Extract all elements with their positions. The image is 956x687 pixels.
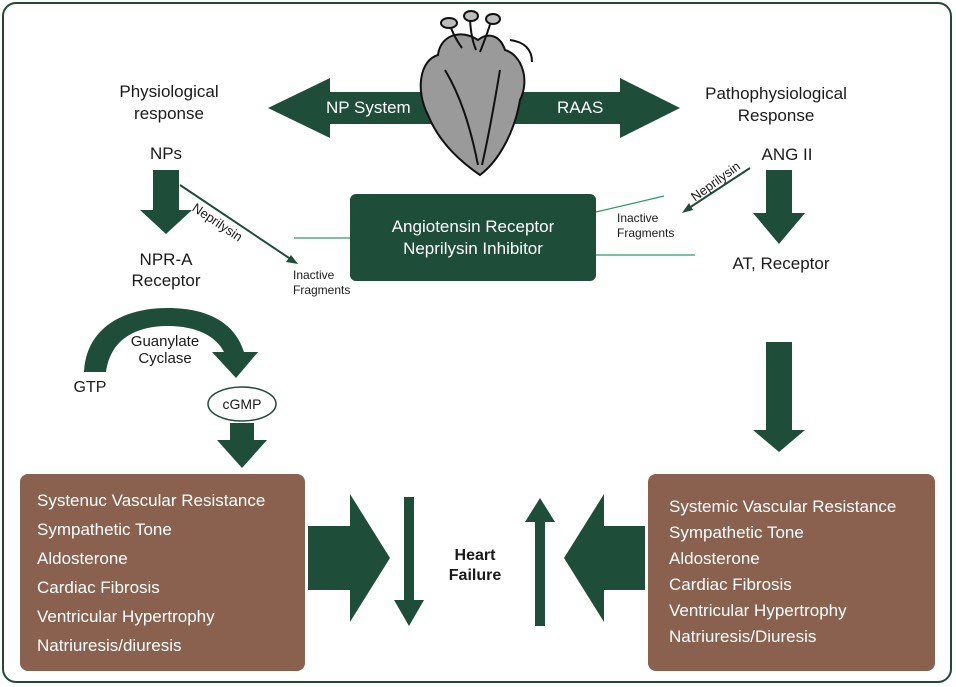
heart-icon xyxy=(419,10,533,177)
right-effect-item: Systemic Vascular Resistance xyxy=(669,497,897,516)
right-effect-item: Ventricular Hypertrophy xyxy=(669,601,847,620)
right-effect-item: Sympathetic Tone xyxy=(669,523,804,542)
left-heading-line1: Physiological xyxy=(119,82,219,101)
at-receptor-label: AT, Receptor xyxy=(732,254,830,273)
inactive-right-line2: Fragments xyxy=(617,226,675,240)
nps-down-arrow xyxy=(140,170,192,234)
left-effect-item: Natriuresis/diuresis xyxy=(37,636,182,655)
gtp-label: GTP xyxy=(73,379,107,396)
cgmp-label: cGMP xyxy=(222,396,262,412)
cgmp-down-arrow xyxy=(217,423,267,468)
heart-failure-line1: Heart xyxy=(454,547,496,564)
nps-label: NPs xyxy=(149,144,183,163)
cgmp-ellipse xyxy=(207,386,277,422)
guanylate-line1: Guanylate xyxy=(130,333,200,350)
arni-box: Angiotensin Receptor Neprilysin Inhibito… xyxy=(350,194,596,281)
right-effect-item: Cardiac Fibrosis xyxy=(669,575,792,594)
guanylate-line2: Cyclase xyxy=(138,350,192,367)
neprilysin-right-arrowhead xyxy=(682,203,693,213)
neprilysin-left-arrowhead xyxy=(286,255,298,264)
left-effect-item: Cardiac Fibrosis xyxy=(37,578,160,597)
right-effect-item: Natriuresis/Diuresis xyxy=(669,627,817,646)
right-effect-item: Aldosterone xyxy=(669,549,760,568)
ang-label: ANG II xyxy=(761,145,813,164)
npr-receptor-line2: Receptor xyxy=(131,271,201,290)
connector-right-top xyxy=(595,195,665,213)
np-system-arrow xyxy=(268,78,440,138)
heart-failure-line2: Failure xyxy=(448,567,502,584)
left-effect-item: Sympathetic Tone xyxy=(37,520,172,539)
left-effects-box: Systenuc Vascular Resistance Sympathetic… xyxy=(20,474,305,671)
right-to-center-arrow xyxy=(564,494,645,622)
np-system-label: NP System xyxy=(326,98,411,117)
right-heading-line2: Response xyxy=(737,106,815,125)
left-to-center-arrow xyxy=(308,494,390,622)
neprilysin-right-line xyxy=(685,167,751,211)
left-effect-item: Aldosterone xyxy=(37,549,128,568)
right-effects-box: Systemic Vascular Resistance Sympathetic… xyxy=(648,474,935,671)
npr-receptor-line1: NPR-A xyxy=(139,250,193,269)
at-down-arrow xyxy=(753,342,805,452)
left-effect-item: Ventricular Hypertrophy xyxy=(37,607,215,626)
arni-line2: Neprilysin Inhibitor xyxy=(403,238,543,258)
neprilysin-left-line xyxy=(179,184,296,263)
decrease-arrow xyxy=(394,497,424,626)
arni-line1: Angiotensin Receptor xyxy=(391,217,555,237)
increase-arrow xyxy=(525,498,555,626)
raas-arrow xyxy=(505,78,680,138)
inactive-left-line2: Fragments xyxy=(293,283,351,297)
left-effect-item: Systenuc Vascular Resistance xyxy=(37,491,266,510)
raas-label: RAAS xyxy=(557,98,604,117)
inactive-right-line1: Inactive xyxy=(617,211,659,225)
left-heading-line2: response xyxy=(134,104,204,123)
inactive-left-line1: Inactive xyxy=(293,268,335,282)
guanylate-curve xyxy=(84,308,258,378)
right-heading-line1: Pathophysiological xyxy=(705,84,847,103)
ang-down-arrow xyxy=(753,170,805,244)
